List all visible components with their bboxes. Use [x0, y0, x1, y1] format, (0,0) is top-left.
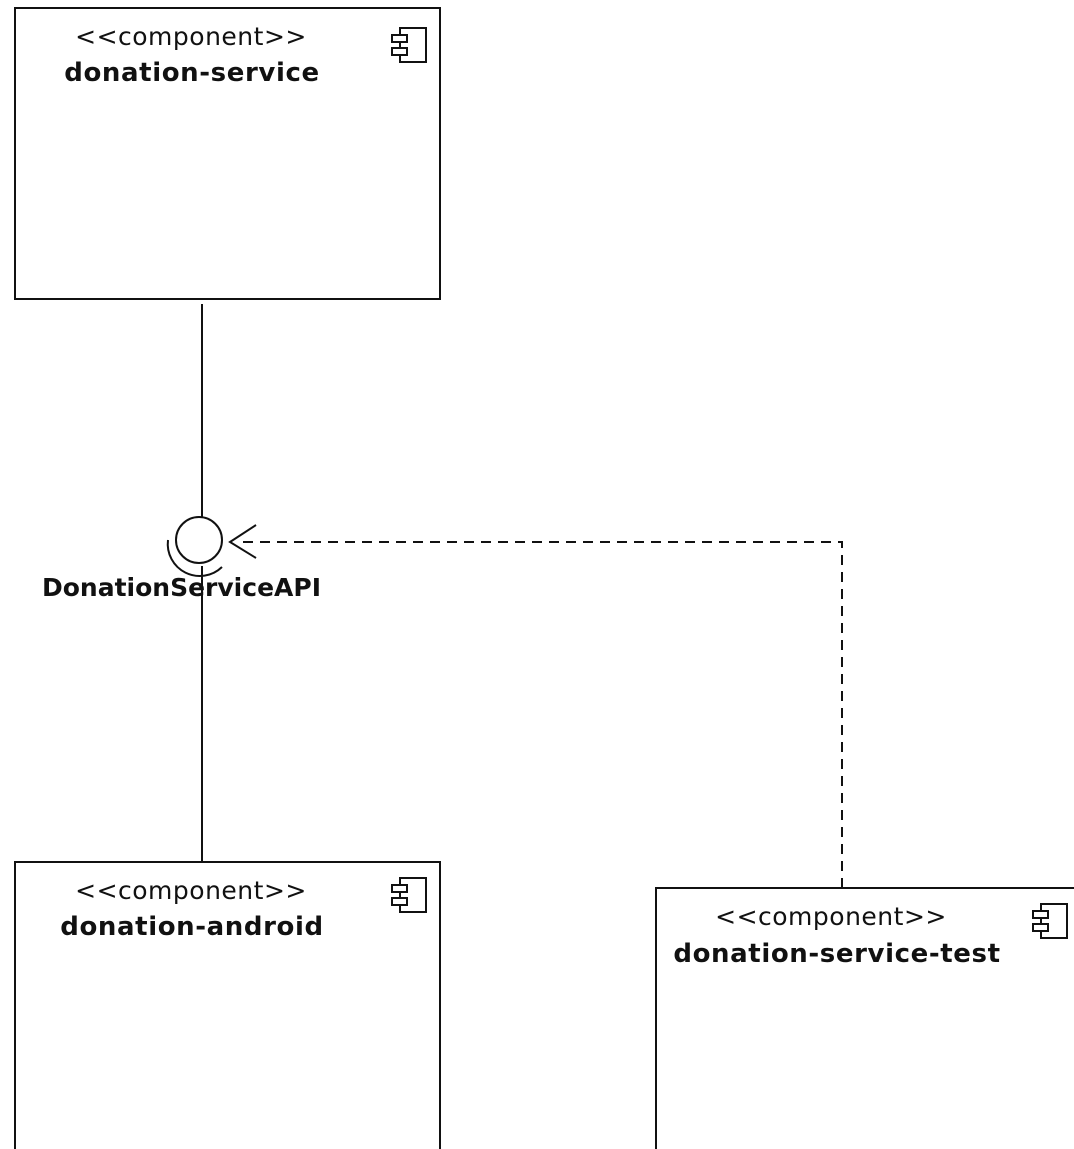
component-icon — [1032, 903, 1068, 939]
component-name: donation-android — [60, 912, 324, 942]
component-stereotype: <<component>> — [75, 876, 307, 905]
component-stereotype: <<component>> — [715, 902, 947, 931]
interface-lollipop[interactable] — [166, 516, 257, 577]
component-stereotype: <<component>> — [75, 22, 307, 51]
component-box — [14, 861, 441, 1149]
component-name: donation-service-test — [673, 939, 1000, 969]
component-donation-android[interactable]: <<component>> donation-android — [14, 861, 441, 1149]
interface-name: DonationServiceAPI — [42, 573, 321, 602]
dependency-arrowhead — [228, 524, 257, 559]
component-box — [655, 887, 1074, 1149]
component-donation-service-test[interactable]: <<component>> donation-service-test — [655, 887, 1074, 1149]
provided-interface-ball — [175, 516, 223, 564]
component-name: donation-service — [64, 58, 319, 88]
component-donation-service[interactable]: <<component>> donation-service — [14, 7, 441, 300]
component-icon — [391, 27, 427, 63]
required-interface-socket — [166, 539, 223, 577]
component-box — [14, 7, 441, 300]
component-icon — [391, 877, 427, 913]
test-dependency-connector — [236, 541, 843, 888]
